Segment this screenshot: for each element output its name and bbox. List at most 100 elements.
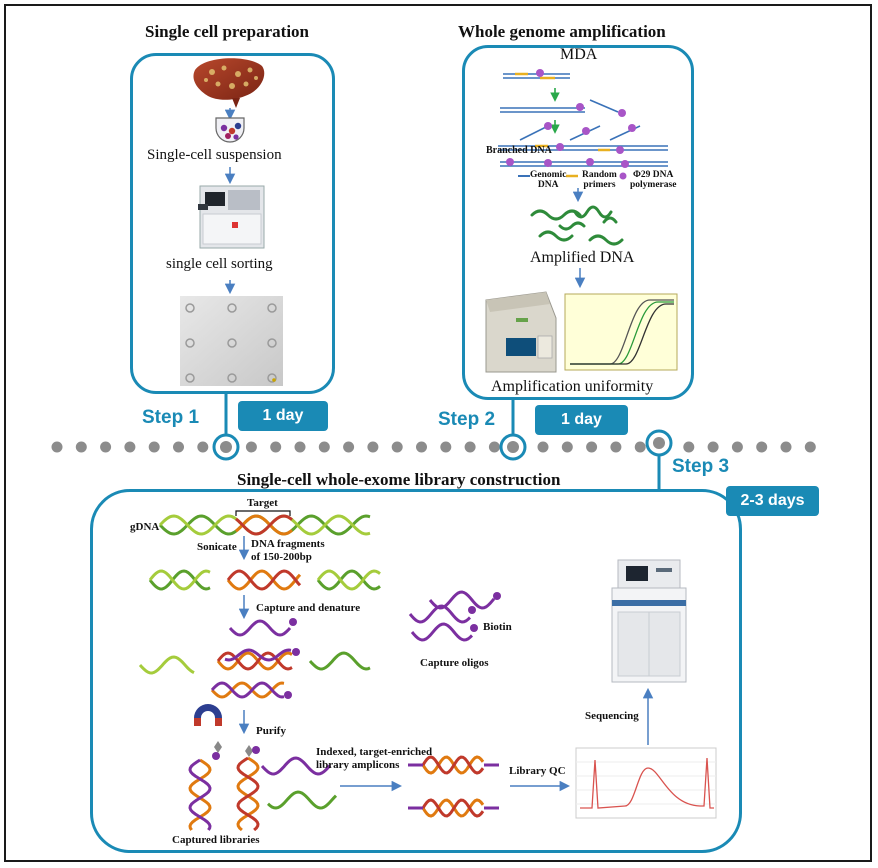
oligo-biotin — [493, 592, 501, 600]
biotin-bead — [289, 618, 297, 626]
pcr-machine-image — [485, 291, 557, 373]
captured-library-helices — [188, 756, 338, 832]
liver-image — [193, 58, 265, 108]
timeline-dot — [537, 441, 549, 453]
indexed-line2: library amplicons — [316, 759, 400, 771]
timeline-dot — [318, 441, 330, 453]
timeline-dot — [343, 441, 355, 453]
branched-dna-label: Branched DNA — [486, 145, 552, 156]
phi29-line1: Φ29 DNA — [633, 170, 674, 180]
step3-marker-dot — [653, 437, 665, 449]
biotin-bead — [252, 746, 260, 754]
capture-oligos-label: Capture oligos — [420, 657, 489, 669]
fragments-line2: of 150-200bp — [251, 551, 312, 563]
timeline-dot — [270, 441, 282, 453]
magnet-icon — [194, 704, 222, 726]
capture-oligos — [408, 590, 496, 642]
timeline-dot — [634, 441, 646, 453]
sequencing-label: Sequencing — [585, 710, 639, 722]
step1-label: Step 1 — [142, 407, 200, 428]
lib-title: Single-cell whole-exome library construc… — [237, 470, 561, 489]
sequencer-image — [611, 559, 687, 683]
library-qc-label: Library QC — [509, 765, 566, 777]
amplification-uniformity-label: Amplification uniformity — [491, 378, 654, 395]
genomic-line2: DNA — [537, 180, 559, 190]
tube-image — [215, 117, 245, 143]
timeline-dot — [586, 441, 598, 453]
oligo-biotin — [468, 606, 476, 614]
purify-label: Purify — [256, 725, 286, 737]
sonicate-label: Sonicate — [197, 541, 237, 553]
single-cell-sorting-label: single cell sorting — [166, 256, 273, 272]
capture-denature-label: Capture and denature — [256, 602, 361, 614]
step3-duration-badge: 2-3 days — [726, 486, 819, 516]
oligo-biotin — [470, 624, 478, 632]
timeline-dot — [416, 441, 427, 453]
timeline-dot — [124, 441, 136, 453]
step1-duration-badge: 1 day — [238, 401, 328, 431]
timeline-dot — [173, 441, 184, 453]
timeline-dot — [488, 441, 500, 453]
random-line1: Random — [582, 170, 617, 180]
cell-sorter-image — [198, 185, 265, 249]
library-amplicons — [421, 755, 485, 818]
step2-marker-dot — [507, 441, 519, 453]
gdna-helix — [158, 514, 371, 536]
timeline-dot — [51, 441, 63, 453]
bead-icon — [214, 741, 222, 753]
step2-duration-badge: 1 day — [535, 405, 628, 435]
timeline-dot — [294, 441, 306, 453]
bead-icon — [245, 745, 253, 757]
biotin-bead — [292, 648, 300, 656]
timeline-dot — [75, 441, 87, 453]
biotin-label: Biotin — [483, 621, 512, 633]
timeline-dot — [367, 441, 379, 453]
step2-label: Step 2 — [438, 409, 496, 430]
single-cell-suspension-label: Single-cell suspension — [147, 147, 282, 163]
wga-title: Whole genome amplification — [458, 22, 666, 41]
mda-label: MDA — [560, 46, 598, 63]
gdna-label: gDNA — [130, 521, 160, 533]
target-strand — [235, 514, 293, 536]
library-qc-trace — [575, 747, 717, 819]
timeline-dot — [683, 441, 695, 453]
timeline-dot — [561, 441, 573, 453]
indexed-line1: Indexed, target-enriched — [316, 746, 433, 758]
captured-libraries-label: Captured libraries — [172, 834, 260, 846]
dna-fragments — [148, 569, 381, 591]
timeline-dot — [780, 441, 792, 453]
target-bracket — [235, 510, 291, 516]
timeline-dot — [804, 441, 816, 453]
timeline-dot — [731, 441, 743, 453]
timeline-dot — [440, 441, 452, 453]
capture-hybrids — [138, 619, 371, 699]
amplified-dna-label: Amplified DNA — [530, 249, 635, 266]
phi29-line2: polymerase — [630, 180, 677, 190]
biotin-bead — [212, 752, 220, 760]
amplified-dna-image — [530, 205, 624, 246]
random-line2: primers — [583, 180, 616, 190]
prep-title: Single cell preparation — [145, 22, 310, 41]
timeline-dot — [245, 441, 257, 453]
timeline-dot — [197, 441, 209, 453]
timeline-dot — [100, 441, 112, 453]
timeline-dots — [51, 441, 816, 453]
outer-frame — [4, 4, 872, 862]
biotin-bead — [284, 691, 292, 699]
timeline-dot — [707, 441, 719, 453]
timeline-dot — [610, 441, 622, 453]
target-strand — [235, 514, 293, 536]
genomic-line1: Genomic — [530, 170, 567, 180]
mda-schematic — [498, 69, 668, 180]
timeline-dot — [391, 441, 403, 453]
step1-marker-dot — [220, 441, 232, 453]
timeline-dot — [148, 441, 160, 453]
fragments-line1: DNA fragments — [251, 538, 325, 550]
target-label: Target — [247, 497, 278, 509]
